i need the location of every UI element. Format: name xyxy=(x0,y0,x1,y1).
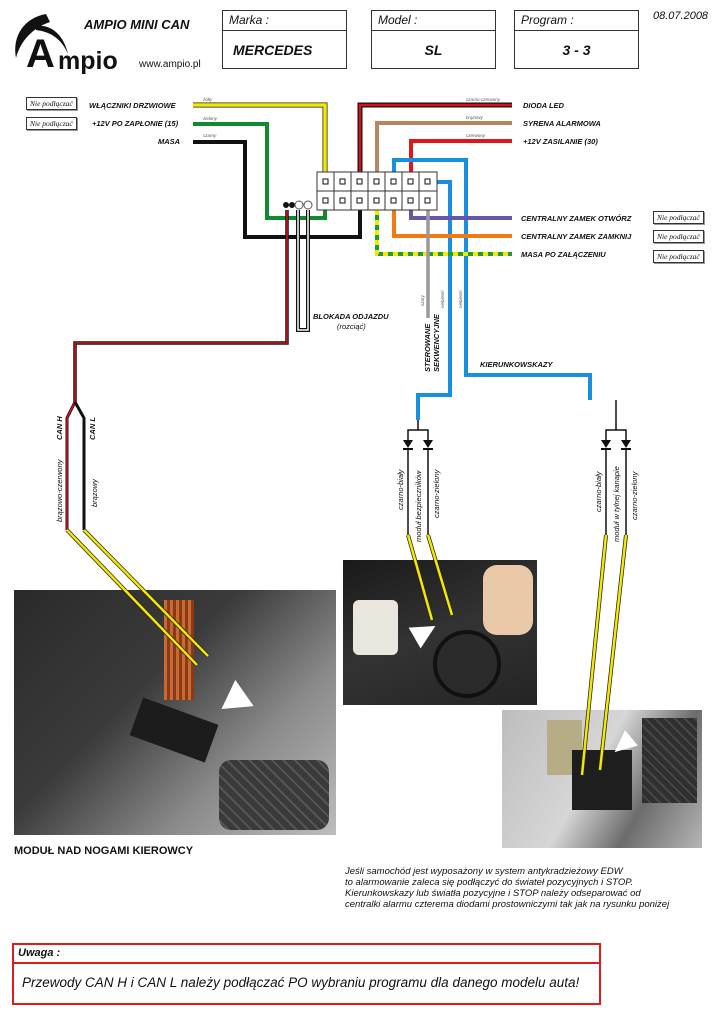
badge-ignition: Nie podłączać xyxy=(26,117,77,130)
badge-ground-after: Nie podłączać xyxy=(653,250,704,263)
photo-driver-footwell xyxy=(14,590,336,835)
connector-pin xyxy=(322,178,329,185)
connector-pin xyxy=(339,197,346,204)
badge-lock-open: Nie podłączać xyxy=(653,211,704,224)
logo-text: mpio xyxy=(58,47,118,75)
label-door-switches: WŁĄCZNIKI DRZWIOWE xyxy=(89,101,176,110)
logo: A mpio xyxy=(6,6,126,76)
color-brown: brązowy xyxy=(466,115,483,120)
color-grey: szary xyxy=(420,295,425,306)
color-blue-2: niebieski xyxy=(458,290,463,308)
note-line: to alarmowanie zaleca się podłączyć do ś… xyxy=(345,877,633,888)
badge-lock-close: Nie podłączać xyxy=(653,230,704,243)
label-immobilizer: BLOKADA ODJAZDU xyxy=(313,312,389,321)
brand-label: Marka : xyxy=(223,11,346,31)
connector-pin xyxy=(424,178,431,185)
color-black: czarny xyxy=(203,133,217,138)
arrow-icon xyxy=(212,679,254,723)
wire-blue-indicators xyxy=(416,180,452,420)
connector-block xyxy=(316,171,438,211)
wire-brown xyxy=(375,121,512,182)
arrow-icon xyxy=(408,615,442,649)
wire-immobilizer-loop xyxy=(296,210,310,332)
note-line: centralki alarmu czterema diodami prosto… xyxy=(345,899,670,910)
program-label: Program : xyxy=(515,11,638,31)
logo-swoosh-icon xyxy=(15,14,68,58)
label-siren: SYRENA ALARMOWA xyxy=(523,119,601,128)
label-left-wire1: czarno-biały xyxy=(396,469,405,510)
connector-pin xyxy=(322,197,329,204)
color-black-red: czarno-czerwony xyxy=(466,97,501,102)
wire-blue-sequential xyxy=(392,158,592,400)
wire-can-h xyxy=(65,401,77,530)
edw-note: Jeśli samochód jest wyposażony w system … xyxy=(345,866,669,910)
label-can-h: CAN H xyxy=(55,416,64,440)
note-line: Jeśli samochód jest wyposażony w system … xyxy=(345,866,623,877)
label-left-module: moduł bezpieczników xyxy=(414,470,423,542)
label-right-wire2: czarno-zielony xyxy=(630,471,639,520)
note-line: Kierunkowskazy lub światła pozycyjne i S… xyxy=(345,888,641,899)
warning-box: Uwaga : Przewody CAN H i CAN L należy po… xyxy=(12,943,601,1005)
color-yellow: żółty xyxy=(203,97,213,102)
color-can-l: brązowy xyxy=(90,479,99,507)
connector-pin xyxy=(424,197,431,204)
label-sequential-2: SEKWENCYJNE xyxy=(432,314,441,372)
label-right-module: moduł w tylnej kanapie xyxy=(612,466,621,542)
wire-orange xyxy=(392,200,512,238)
label-power: +12V ZASILANIE (30) xyxy=(523,137,598,146)
label-right-wire1: czarno-biały xyxy=(594,471,603,512)
brand-value: MERCEDES xyxy=(233,42,313,58)
label-ground-after: MASA PO ZAŁĄCZENIU xyxy=(521,250,606,259)
connector-pin xyxy=(390,178,397,185)
connector-pin xyxy=(407,197,414,204)
label-ignition: +12V PO ZAPŁONIE (15) xyxy=(92,119,179,128)
connector-pin xyxy=(339,178,346,185)
photo-fuse-module xyxy=(343,560,537,705)
wire-red xyxy=(409,139,512,182)
connector-pin xyxy=(373,197,380,204)
document-date: 08.07.2008 xyxy=(653,10,709,22)
wire-black-red xyxy=(357,102,512,182)
color-red: czerwony xyxy=(466,133,486,138)
diode-pair-right xyxy=(601,400,631,535)
label-left-wire2: czarno-zielony xyxy=(432,469,441,518)
color-can-h: brązowo-czerwony xyxy=(55,459,64,522)
brand-box: Marka : MERCEDES xyxy=(222,10,347,69)
warning-text: Przewody CAN H i CAN L należy podłączać … xyxy=(22,975,580,990)
model-box: Model : SL xyxy=(371,10,496,69)
label-can-l: CAN L xyxy=(88,417,97,440)
label-lock-close: CENTRALNY ZAMEK ZAMKNIJ xyxy=(521,232,632,241)
model-value: SL xyxy=(424,42,443,58)
program-value: 3 - 3 xyxy=(562,42,591,58)
diode-pair-left xyxy=(403,420,433,535)
wire-black xyxy=(193,140,362,239)
connector-pin xyxy=(373,178,380,185)
label-led: DIODA LED xyxy=(523,101,564,110)
badge-door-switches: Nie podłączać xyxy=(26,97,77,110)
label-immobilizer-sub: (rozciąć) xyxy=(337,322,366,331)
label-indicators: KIERUNKOWSKAZY xyxy=(480,360,553,369)
website-link[interactable]: www.ampio.pl xyxy=(139,59,201,70)
label-sequential-1: STEROWANE xyxy=(423,323,432,372)
caption-driver-module: MODUŁ NAD NOGAMI KIEROWCY xyxy=(14,845,194,857)
color-blue-1: niebieski xyxy=(440,290,445,308)
color-green: zielony xyxy=(203,116,218,121)
wire-can-l xyxy=(73,401,86,530)
label-lock-open: CENTRALNY ZAMEK OTWÓRZ xyxy=(521,214,632,223)
model-label: Model : xyxy=(372,11,495,31)
connector-pin xyxy=(407,178,414,185)
connector-pin xyxy=(356,197,363,204)
product-title: AMPIO MINI CAN xyxy=(84,17,190,32)
wire-green xyxy=(193,122,327,220)
connector-pin xyxy=(390,197,397,204)
program-box: Program : 3 - 3 xyxy=(514,10,639,69)
label-ground: MASA xyxy=(158,137,181,146)
photo-rear-seat-module xyxy=(502,710,702,848)
connector-pin xyxy=(356,178,363,185)
logo-letter: A xyxy=(26,32,55,76)
warning-label: Uwaga : xyxy=(14,945,599,964)
